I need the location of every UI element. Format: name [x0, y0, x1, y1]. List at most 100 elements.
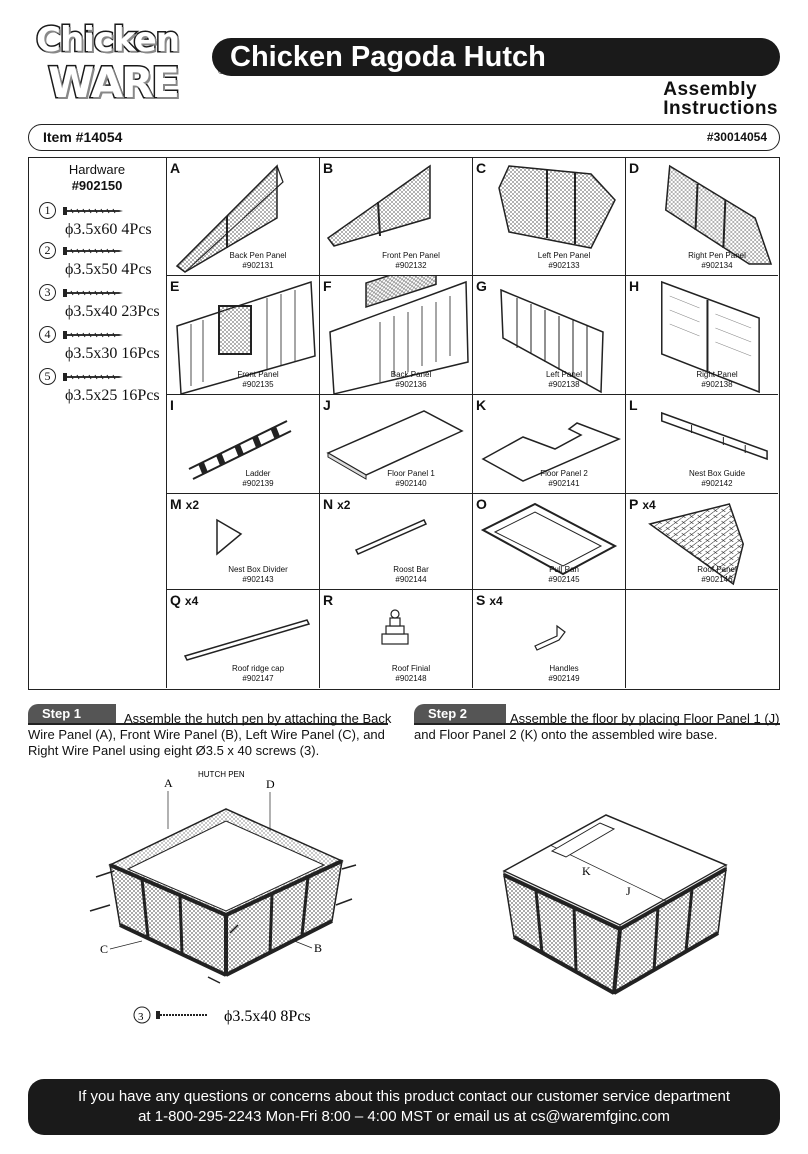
part-letter: D — [629, 160, 640, 176]
part-illustration — [216, 518, 243, 556]
hardware-item: 4 ϕ3.5x30 16Pcs — [39, 326, 169, 366]
part-illustration — [498, 165, 616, 249]
part-quantity: x2 — [337, 498, 351, 512]
part-name: Floor Panel 2 — [540, 469, 588, 478]
step-1-text: Assemble the hutch pen by attaching the … — [28, 711, 396, 759]
logo-line-1: Chicken — [35, 19, 182, 62]
part-illustration — [534, 624, 566, 651]
hardware-item-spec: ϕ3.5x30 16Pcs — [65, 345, 160, 362]
part-code: #902131 — [242, 261, 274, 270]
part-name: Front Panel — [237, 370, 279, 379]
step-2-label: Step 2 — [414, 704, 506, 724]
empty-part-cell — [626, 590, 778, 688]
part-code: #902136 — [395, 380, 427, 389]
part-name: Roof Panel — [697, 565, 737, 574]
part-illustration — [188, 420, 292, 480]
part-name: Left Panel — [545, 370, 583, 379]
step-2-rule — [414, 723, 780, 725]
subtitle-line-2: Instructions — [663, 98, 778, 119]
part-illustration — [183, 619, 311, 661]
part-letter: B — [323, 160, 334, 176]
callout-d: D — [266, 777, 275, 791]
part-letter: E — [170, 278, 180, 294]
part-name: Nest Box Guide — [688, 469, 746, 478]
callout-b: B — [314, 941, 322, 955]
part-letter: C — [476, 160, 487, 176]
step-1-rule — [28, 723, 388, 725]
callout-j: J — [626, 884, 631, 898]
callout-k: K — [582, 864, 591, 878]
part-caption: Right Panel#902138 — [662, 370, 772, 390]
part-letter: F — [323, 278, 332, 294]
item-number-bar: Item #14054 #30014054 — [28, 124, 780, 151]
hardware-item-spec: ϕ3.5x40 23Pcs — [65, 303, 160, 320]
part-letter: H — [629, 278, 640, 294]
hardware-item: 1 ϕ3.5x60 4Pcs — [39, 202, 169, 242]
step-2-text: Assemble the floor by placing Floor Pane… — [414, 711, 784, 743]
hutch-pen-label: HUTCH PEN — [198, 770, 245, 779]
part-cell-h: H Right Panel#902138 — [626, 276, 778, 395]
part-quantity: x2 — [185, 498, 200, 512]
part-name: Roof ridge cap — [231, 664, 285, 673]
logo-line-2: WARE — [47, 57, 182, 109]
part-illustration — [381, 609, 409, 645]
screw-icon — [63, 373, 123, 381]
hardware-code: #902150 — [71, 178, 123, 193]
part-code: #902138 — [701, 380, 733, 389]
part-code: #902145 — [548, 575, 580, 584]
part-caption: Front Pen Panel#902132 — [356, 251, 466, 271]
part-code: #902146 — [701, 575, 733, 584]
part-code: #902142 — [701, 479, 733, 488]
hardware-item-number: 4 — [39, 326, 56, 343]
customer-service-footer: If you have any questions or concerns ab… — [28, 1079, 780, 1135]
part-illustration — [664, 164, 773, 265]
step-1-label: Step 1 — [28, 704, 116, 724]
part-name: Ladder — [245, 469, 271, 478]
hardware-item-number: 1 — [39, 202, 56, 219]
footer-line-2: at 1-800-295-2243 Mon-Fri 8:00 – 4:00 MS… — [138, 1108, 670, 1125]
part-caption: Handles#902149 — [509, 664, 619, 684]
part-quantity: x4 — [489, 594, 503, 608]
screw-legend-spec: ϕ3.5x40 8Pcs — [224, 1008, 311, 1025]
part-code: #902140 — [395, 479, 427, 488]
part-code: #902143 — [242, 575, 274, 584]
part-illustration — [175, 164, 284, 273]
part-letter: G — [476, 278, 487, 294]
step-2-diagram: K J — [502, 814, 728, 995]
part-code: #902141 — [548, 479, 580, 488]
part-caption: Floor Panel 2#902141 — [509, 469, 619, 489]
hardware-item-spec: ϕ3.5x60 4Pcs — [65, 221, 152, 238]
hardware-item-number: 5 — [39, 368, 56, 385]
part-name: Roost Bar — [393, 565, 429, 574]
part-name: Nest Box Divider — [228, 565, 288, 574]
part-code: #902148 — [395, 674, 427, 683]
part-illustration — [481, 422, 621, 482]
part-code: #902134 — [701, 261, 733, 270]
part-caption: Roof ridge cap#902147 — [203, 664, 313, 684]
item-number: Item #14054 — [43, 129, 123, 145]
hardware-item-spec: ϕ3.5x50 4Pcs — [65, 261, 152, 278]
part-name: Handles — [549, 664, 579, 673]
part-caption: Ladder#902139 — [203, 469, 313, 489]
part-cell-d: D Right Pen Panel#902134 — [626, 158, 778, 276]
part-illustration — [326, 410, 464, 480]
part-illustration — [176, 280, 316, 395]
part-caption: Right Pen Panel#902134 — [662, 251, 772, 271]
part-code: #902147 — [242, 674, 274, 683]
